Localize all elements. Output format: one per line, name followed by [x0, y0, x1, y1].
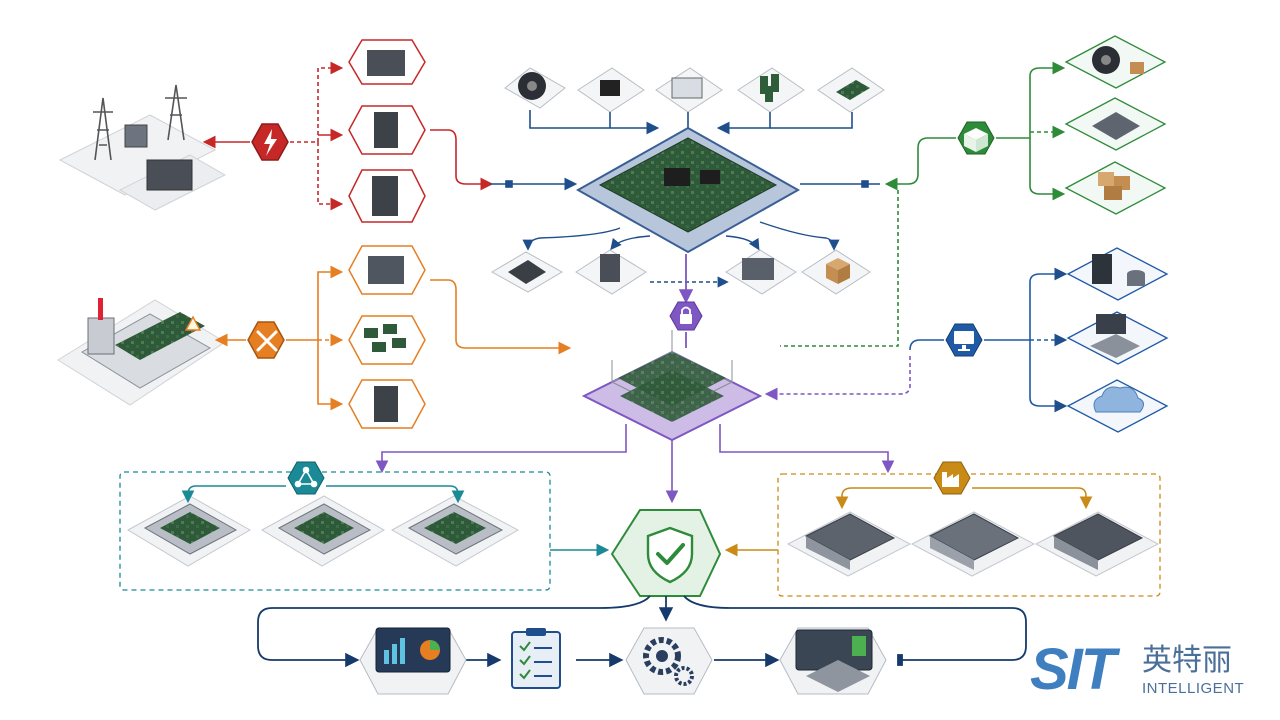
- component-fan: [504, 67, 566, 109]
- factories-group: [724, 461, 1161, 597]
- power-cabinet-1: [348, 39, 426, 85]
- power-connectors: [202, 61, 494, 211]
- power-cabinets: [348, 39, 426, 223]
- settings-step: [625, 627, 713, 695]
- cloud-icon: [1066, 379, 1169, 433]
- factory-icon: [942, 472, 959, 487]
- sub-box: [801, 249, 871, 295]
- core-sub-components: [490, 249, 871, 295]
- logistics-items: [1064, 35, 1167, 215]
- component-board: [817, 67, 885, 113]
- core-controller-board: [575, 126, 801, 254]
- maintenance-cabinet: [348, 379, 426, 429]
- it-items: [1066, 247, 1169, 433]
- brand-logo-mark: SIT: [1030, 637, 1116, 702]
- factory-3: [1034, 511, 1160, 577]
- power-hub-node: [251, 123, 289, 161]
- logistics-pallet: [1064, 161, 1167, 215]
- process-connectors: [257, 595, 1027, 668]
- factory-2: [910, 511, 1036, 577]
- production-lines-group: [119, 461, 610, 591]
- brand-name-cn: 英特丽: [1142, 643, 1232, 678]
- analytics-dashboard-step: [359, 627, 467, 695]
- shield-check-icon: [646, 526, 694, 584]
- it-hub-node: [945, 323, 983, 357]
- checklist-step: [511, 628, 561, 689]
- it-workstation: [1066, 311, 1169, 365]
- maintenance-chips: [348, 315, 426, 365]
- production-line-connectors: [181, 485, 610, 557]
- gears-icon: [643, 637, 694, 686]
- lightning-icon: [264, 129, 277, 156]
- generator-icon: [146, 159, 193, 191]
- core-inbound-connectors: [490, 177, 880, 191]
- factory-hub-node: [933, 461, 971, 495]
- logistics-connectors: [780, 61, 1066, 347]
- component-capacitors: [737, 67, 805, 113]
- network-nodes-icon: [294, 466, 318, 488]
- network-hub-node: [287, 461, 325, 495]
- production-line-3: [390, 495, 520, 567]
- process-flow: [257, 595, 1027, 695]
- security-node: [669, 254, 703, 348]
- maintenance-equipment: [348, 245, 426, 429]
- verification-node: [610, 509, 722, 597]
- brand-name-en: INTELLIGENT: [1142, 680, 1245, 697]
- transmission-tower-icon: [93, 84, 187, 161]
- transformer-icon: [124, 124, 148, 148]
- lock-icon: [680, 306, 692, 324]
- secure-stack-connectors: [375, 356, 911, 504]
- sub-keyboard: [490, 251, 564, 293]
- component-module: [655, 67, 723, 113]
- logistics-hub-node: [957, 121, 995, 155]
- production-line-1: [126, 495, 252, 567]
- component-chip: [577, 67, 645, 113]
- logistics-fan: [1064, 35, 1167, 89]
- checklist-icon: [511, 631, 561, 689]
- top-component-connectors: [529, 110, 853, 135]
- assembly-machine: [57, 298, 226, 406]
- production-line-2: [260, 495, 386, 567]
- it-connectors: [909, 267, 1068, 413]
- maintenance-hub-node: [247, 321, 285, 359]
- factory-1: [786, 511, 912, 577]
- power-cabinet-3: [348, 169, 426, 223]
- sub-monitor: [725, 249, 797, 295]
- sub-press: [575, 249, 647, 295]
- core-outbound-connectors: [522, 221, 840, 288]
- monitor-icon: [954, 331, 974, 351]
- it-servers: [1066, 247, 1169, 301]
- maintenance-machine-1: [348, 245, 426, 295]
- warning-icon: [184, 315, 202, 331]
- production-monitoring-step: [779, 627, 887, 695]
- tools-icon: [256, 330, 278, 352]
- power-infrastructure: [58, 84, 227, 211]
- brand-logo: SIT 英特丽 INTELLIGENT: [1030, 640, 1270, 704]
- maintenance-connectors: [214, 265, 572, 411]
- package-icon: [964, 128, 988, 152]
- power-cabinet-2: [348, 105, 426, 155]
- logistics-server: [1064, 97, 1167, 151]
- secure-board-stack: [581, 330, 763, 442]
- top-components: [504, 67, 885, 113]
- factory-connectors: [724, 487, 1093, 557]
